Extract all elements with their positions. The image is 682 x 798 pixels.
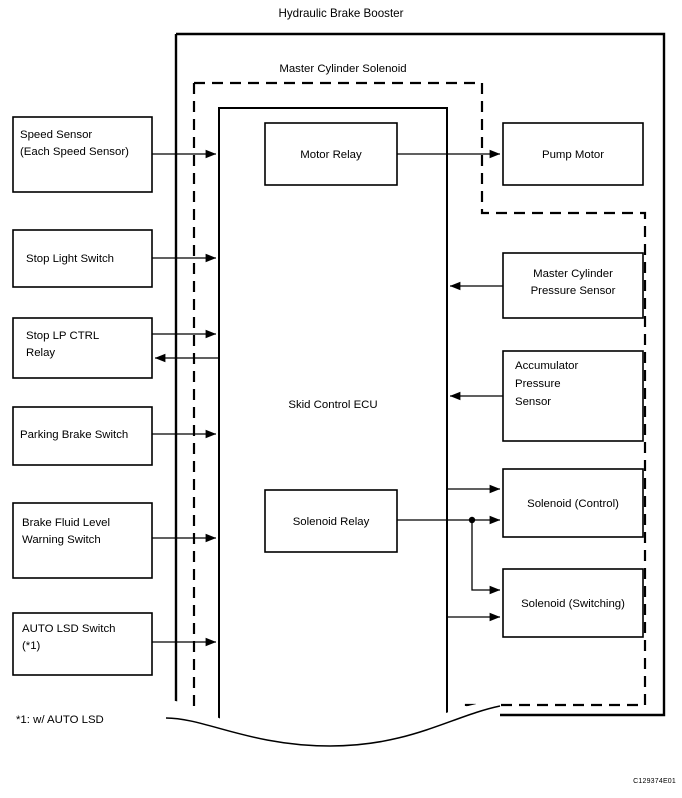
- figure-code: C129374E01: [633, 778, 676, 785]
- output-accumulator-pressure-sensor[interactable]: Accumulator Pressure Sensor: [502, 350, 644, 442]
- input-speed-sensor-label-line1: Speed Sensor: [20, 129, 92, 141]
- input-stop-lp-ctrl-relay-label-line1: Stop LP CTRL: [26, 330, 99, 342]
- output-solenoid-control[interactable]: Solenoid (Control): [502, 468, 644, 538]
- input-brake-fluid-label-line1: Brake Fluid Level: [22, 517, 110, 529]
- input-stop-lp-ctrl-relay[interactable]: Stop LP CTRL Relay: [12, 317, 153, 379]
- output-accumulator-label-line1: Accumulator: [515, 360, 579, 372]
- block-motor-relay-label: Motor Relay: [300, 149, 362, 161]
- input-stop-light-switch[interactable]: Stop Light Switch: [12, 229, 153, 288]
- output-mc-sensor-label-line2: Pressure Sensor: [531, 285, 616, 297]
- output-accumulator-label-line3: Sensor: [515, 396, 551, 408]
- skid-control-ecu-box: [218, 107, 448, 746]
- wire-junction-dot: [468, 516, 476, 524]
- footnote: *1: w/ AUTO LSD: [16, 714, 104, 726]
- output-master-cylinder-pressure-sensor[interactable]: Master Cylinder Pressure Sensor: [502, 252, 644, 319]
- block-solenoid-relay-label: Solenoid Relay: [293, 516, 370, 528]
- output-solenoid-switching[interactable]: Solenoid (Switching): [502, 568, 644, 638]
- input-parking-brake-switch-label: Parking Brake Switch: [20, 429, 128, 441]
- diagram-title: Hydraulic Brake Booster: [278, 7, 403, 20]
- block-motor-relay[interactable]: Motor Relay: [264, 122, 398, 186]
- output-accumulator-label-line2: Pressure: [515, 378, 561, 390]
- signal-wires: [152, 149, 503, 647]
- output-pump-motor[interactable]: Pump Motor: [502, 122, 644, 186]
- wire-junction-to-solenoid-switching: [471, 520, 501, 595]
- output-solenoid-switching-label: Solenoid (Switching): [521, 598, 625, 610]
- input-stop-light-switch-label: Stop Light Switch: [26, 253, 114, 265]
- master-cylinder-solenoid-enclosure: [192, 81, 647, 744]
- input-brake-fluid-level-warning-switch[interactable]: Brake Fluid Level Warning Switch: [12, 502, 153, 579]
- output-solenoid-control-label: Solenoid (Control): [527, 498, 619, 510]
- break-mask: [160, 700, 500, 798]
- master-cylinder-solenoid-label: Master Cylinder Solenoid: [279, 63, 406, 75]
- input-speed-sensor-label-line2: (Each Speed Sensor): [20, 146, 129, 158]
- output-pump-motor-label: Pump Motor: [542, 149, 604, 161]
- input-parking-brake-switch[interactable]: Parking Brake Switch: [12, 406, 153, 466]
- output-mc-sensor-label-line1: Master Cylinder: [533, 268, 613, 280]
- input-stop-lp-ctrl-relay-label-line2: Relay: [26, 347, 55, 359]
- input-speed-sensor[interactable]: Speed Sensor (Each Speed Sensor): [12, 116, 153, 193]
- block-solenoid-relay[interactable]: Solenoid Relay: [264, 489, 398, 553]
- input-auto-lsd-switch[interactable]: AUTO LSD Switch (*1): [12, 612, 153, 676]
- skid-control-ecu-label: Skid Control ECU: [288, 399, 377, 411]
- input-auto-lsd-switch-label-line2: (*1): [22, 640, 41, 652]
- break-line: [165, 705, 501, 747]
- input-brake-fluid-label-line2: Warning Switch: [22, 534, 101, 546]
- input-auto-lsd-switch-label-line1: AUTO LSD Switch: [22, 623, 115, 635]
